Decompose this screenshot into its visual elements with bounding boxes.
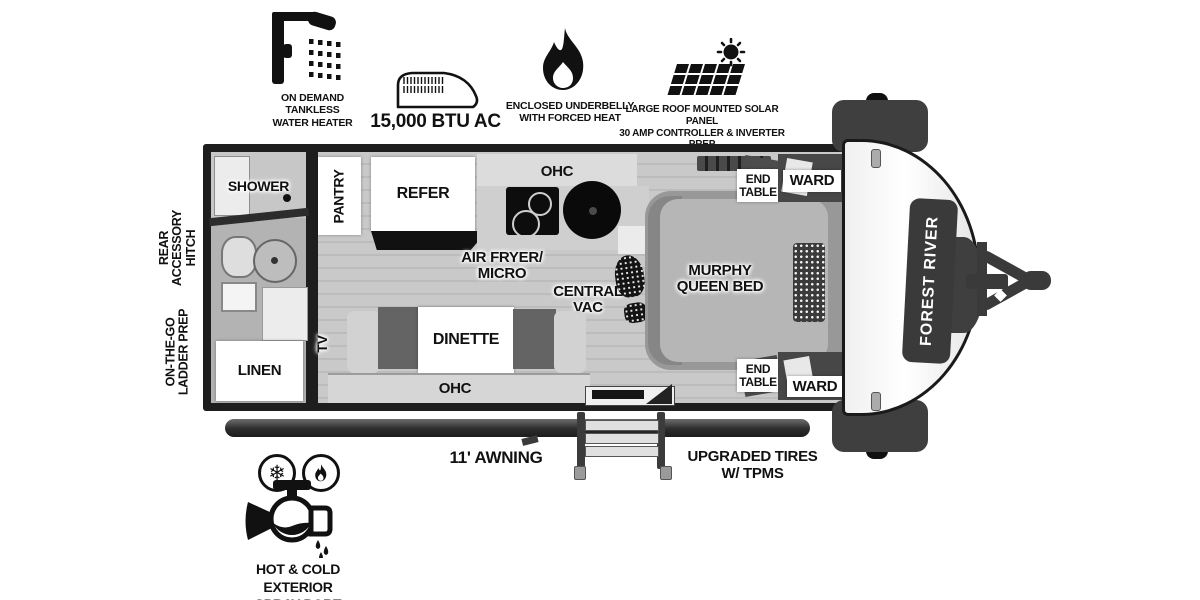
refer-text: REFER bbox=[396, 184, 450, 202]
underbelly-line2: WITH FORCED HEAT bbox=[519, 112, 621, 125]
marker-light-top bbox=[871, 149, 881, 168]
tires-line2: W/ TPMS bbox=[721, 464, 784, 482]
brand-badge: FOREST RIVER bbox=[901, 197, 959, 365]
end-table-top-line1: END bbox=[745, 171, 771, 186]
pantry-text: PANTRY bbox=[331, 168, 348, 224]
awning-roll bbox=[225, 419, 810, 437]
underbelly-line1: ENCLOSED UNDERBELLY bbox=[505, 100, 635, 112]
ladder-line2: LADDER PREP bbox=[176, 308, 191, 396]
shower-text: SHOWER bbox=[227, 178, 290, 194]
step-foot-left bbox=[574, 466, 586, 480]
linen-text: LINEN bbox=[237, 362, 282, 380]
tires-label: UPGRADED TIRES W/ TPMS bbox=[680, 448, 825, 482]
dinette-arm-right bbox=[554, 311, 586, 373]
step-tread-3 bbox=[585, 446, 659, 457]
wardrobe-bottom-label: WARD bbox=[787, 376, 843, 397]
murphy-line2: QUEEN BED bbox=[676, 277, 764, 295]
ward-top-text: WARD bbox=[789, 172, 835, 190]
ohc-bottom-text: OHC bbox=[438, 380, 472, 397]
shower-pan bbox=[214, 156, 250, 216]
shower-drain bbox=[283, 194, 291, 202]
flame-icon bbox=[535, 26, 593, 94]
awning-label: 11' AWNING bbox=[426, 448, 566, 467]
burner-large bbox=[512, 210, 540, 238]
murphy-bed-label: MURPHY QUEEN BED bbox=[650, 263, 790, 295]
air-fryer-line2: MICRO bbox=[477, 264, 527, 282]
tv-text: TV bbox=[313, 335, 330, 353]
rear-hitch-line1: REAR bbox=[157, 230, 172, 266]
entry-door-swing bbox=[646, 384, 672, 404]
step-tread-2 bbox=[585, 433, 659, 444]
solar-line1: LARGE ROOF MOUNTED SOLAR PANEL bbox=[625, 104, 779, 127]
burner-small bbox=[528, 192, 552, 216]
rear-hitch-line3: HITCH bbox=[183, 229, 198, 267]
linen-cabinet: LINEN bbox=[216, 341, 303, 401]
water-heater-line1: ON DEMAND bbox=[281, 92, 344, 104]
murphy-line1: MURPHY bbox=[688, 262, 752, 279]
bath-window bbox=[221, 282, 257, 312]
ac-caption: 15,000 BTU AC bbox=[368, 111, 503, 132]
murphy-bed-pillow-panel bbox=[793, 243, 825, 322]
solar-panel-icon bbox=[655, 37, 750, 102]
dinette: DINETTE bbox=[418, 307, 514, 373]
pantry: PANTRY bbox=[318, 157, 361, 235]
dinette-text: DINETTE bbox=[432, 330, 500, 348]
spray-port-label: HOT & COLD EXTERIOR SPRAY PORT bbox=[222, 561, 374, 600]
shower-head-icon bbox=[267, 8, 345, 88]
step-foot-right bbox=[660, 466, 672, 480]
step-rail-left bbox=[577, 412, 585, 469]
shower-label: SHOWER bbox=[211, 179, 306, 194]
range-hood bbox=[371, 231, 487, 250]
step-tread-1 bbox=[585, 420, 659, 431]
tv-label: TV bbox=[312, 321, 332, 367]
hot-flame-icon bbox=[302, 454, 340, 492]
spray-port-line1: HOT & COLD EXTERIOR bbox=[255, 561, 341, 595]
hitch-coupler bbox=[1022, 271, 1051, 290]
refrigerator: REFER bbox=[371, 157, 475, 231]
awning-text: 11' AWNING bbox=[449, 448, 543, 467]
toilet bbox=[221, 236, 257, 278]
ladder-line1: ON-THE-GO bbox=[163, 317, 178, 387]
end-table-bottom-line2: TABLE bbox=[739, 374, 777, 389]
end-table-bottom-label: END TABLE bbox=[737, 359, 779, 392]
ohc-top-label: OHC bbox=[497, 164, 617, 180]
ac-label: 15,000 BTU AC bbox=[370, 111, 501, 132]
ladder-prep-label: ON-THE-GO LADDER PREP bbox=[163, 295, 193, 410]
brand-text: FOREST RIVER bbox=[917, 215, 942, 347]
dinette-seat-left bbox=[378, 307, 420, 369]
water-heater-caption: ON DEMAND TANKLESS WATER HEATER bbox=[240, 92, 385, 129]
dinette-seat-right bbox=[513, 309, 556, 369]
air-fryer-label: AIR FRYER/ MICRO bbox=[432, 250, 572, 282]
rear-hitch-line2: ACCESSORY bbox=[170, 209, 185, 287]
entry-door-step bbox=[592, 390, 644, 399]
tires-line1: UPGRADED TIRES bbox=[687, 448, 818, 465]
ohc-bottom-label: OHC bbox=[395, 381, 515, 397]
bath-sink-drain bbox=[271, 257, 278, 264]
spray-port-icon bbox=[245, 478, 350, 560]
ward-bottom-text: WARD bbox=[792, 377, 838, 395]
water-heater-line3: WATER HEATER bbox=[272, 116, 353, 129]
dinette-arm-left bbox=[347, 311, 380, 373]
central-vac-line1: CENTRAL bbox=[553, 283, 623, 300]
ohc-top-text: OHC bbox=[540, 163, 574, 180]
cold-snowflake-icon: ❄ bbox=[258, 454, 296, 492]
end-table-top-label: END TABLE bbox=[737, 169, 779, 202]
underbelly-caption: ENCLOSED UNDERBELLY WITH FORCED HEAT bbox=[495, 100, 645, 125]
spray-port-line2: SPRAY PORT bbox=[222, 596, 374, 600]
marker-light-bottom bbox=[871, 392, 881, 411]
bath-vanity bbox=[262, 287, 308, 341]
rear-accessory-hitch-label: REAR ACCESSORY HITCH bbox=[157, 193, 199, 303]
jack-crossbar bbox=[966, 274, 1008, 289]
water-heater-line2: TANKLESS bbox=[285, 104, 340, 117]
wardrobe-top-label: WARD bbox=[783, 170, 841, 192]
end-table-top-line2: TABLE bbox=[739, 184, 777, 199]
ac-unit-icon bbox=[388, 68, 483, 112]
ohc-bottom-cabinet bbox=[328, 373, 590, 403]
kitchen-sink-drain bbox=[589, 207, 597, 215]
air-fryer-line1: AIR FRYER/ bbox=[461, 249, 543, 266]
end-table-bottom-line1: END bbox=[745, 361, 771, 376]
counter-corner bbox=[618, 226, 649, 254]
step-rail-right bbox=[657, 412, 665, 469]
